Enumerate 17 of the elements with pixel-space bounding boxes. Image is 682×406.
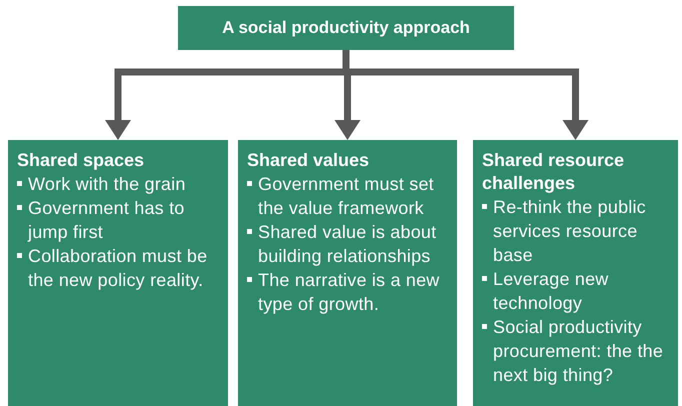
box-heading: Shared spaces <box>17 149 146 172</box>
bullet-text: The narrative is a new type of growth. <box>258 269 440 316</box>
bullet-text: Re-think the public services resource base <box>493 196 647 267</box>
bullet-text: Work with the grain <box>28 173 186 196</box>
box-title: A social productivity approach <box>222 17 470 40</box>
bullet-text: Collaboration must be the new policy reality. <box>28 245 208 292</box>
category-box <box>8 140 228 406</box>
box-heading: Shared values <box>247 149 370 172</box>
bullet-text: Social productivity procurement: the the next big thing? <box>493 316 664 387</box>
bullet-text: Government has to jump first <box>28 197 186 244</box>
title-box <box>178 6 514 50</box>
bullet-text: Leverage new technology <box>493 268 610 315</box>
bullet-text: Shared value is about building relationships <box>258 221 438 268</box>
bullet-text: Government must set the value framework <box>258 173 435 220</box>
category-box <box>238 140 457 406</box>
category-box <box>473 140 678 406</box>
box-heading: Shared resource challenges <box>482 149 626 195</box>
